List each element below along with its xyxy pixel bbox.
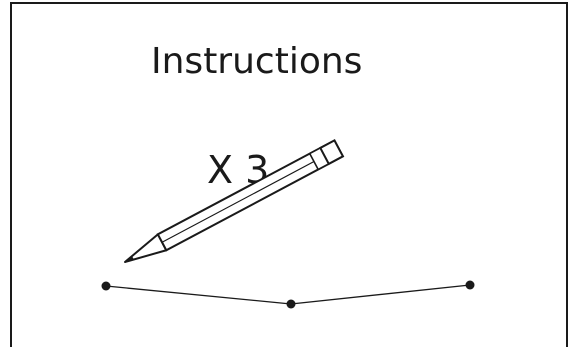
instructions-title: Instructions bbox=[151, 41, 363, 82]
card-frame bbox=[10, 2, 568, 347]
point-middle-dot-icon bbox=[286, 299, 296, 309]
point-left-dot-icon bbox=[101, 281, 111, 291]
point-right-dot-icon bbox=[465, 280, 475, 290]
pencil-tip bbox=[124, 233, 168, 263]
pencil-body-line bbox=[161, 147, 339, 243]
pencil-lead bbox=[125, 256, 134, 262]
pencil-icon bbox=[124, 139, 345, 263]
connector-line-left bbox=[105, 285, 292, 305]
pencil-eraser bbox=[318, 139, 345, 166]
connector-line-right bbox=[290, 284, 471, 305]
